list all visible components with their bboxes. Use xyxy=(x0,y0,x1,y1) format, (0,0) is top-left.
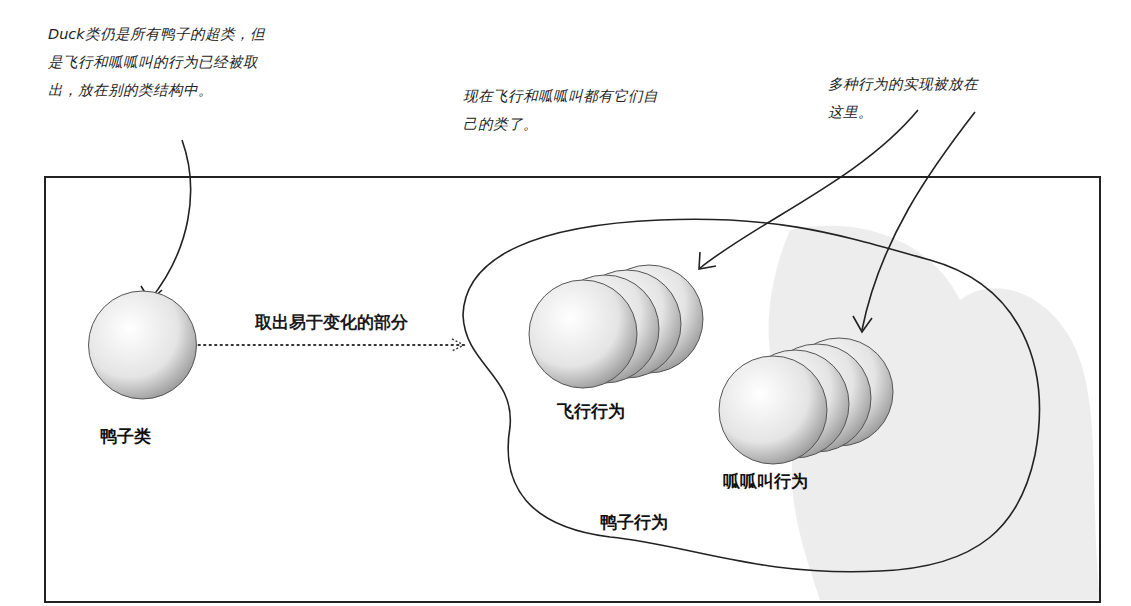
class-circle: 鸭子类 xyxy=(80,290,205,465)
node-label: 呱呱叫行为 xyxy=(723,470,808,493)
annotation-note: Duck类仍是所有鸭子的超类，但是飞行和呱呱叫的行为已经被取出，放在别的类结构中… xyxy=(48,20,270,104)
behavior-class-stack: 呱呱叫行为 xyxy=(715,340,900,500)
node-label: 鸭子行为 xyxy=(600,511,668,534)
annotation-note: 现在飞行和呱呱叫都有它们自己的类了。 xyxy=(463,82,668,138)
class-circle-shape xyxy=(719,356,827,464)
annotation-note: 多种行为的实现被放在这里。 xyxy=(828,70,978,126)
dotted-arrow xyxy=(199,339,465,351)
region-outline xyxy=(463,219,1039,572)
node-label: 鸭子类 xyxy=(100,425,151,448)
class-circle-shape xyxy=(89,291,197,399)
behavior-region: 鸭子行为 飞行行为呱呱叫行为 xyxy=(460,215,1060,575)
class-circle-shape xyxy=(529,280,637,388)
frame xyxy=(45,177,1100,602)
arrow-head xyxy=(452,339,464,351)
connector-line xyxy=(199,344,465,346)
edge-label: 取出易于变化的部分 xyxy=(253,311,410,334)
behavior-class-stack: 飞行行为 xyxy=(525,272,710,432)
node-label: 飞行行为 xyxy=(557,400,625,423)
